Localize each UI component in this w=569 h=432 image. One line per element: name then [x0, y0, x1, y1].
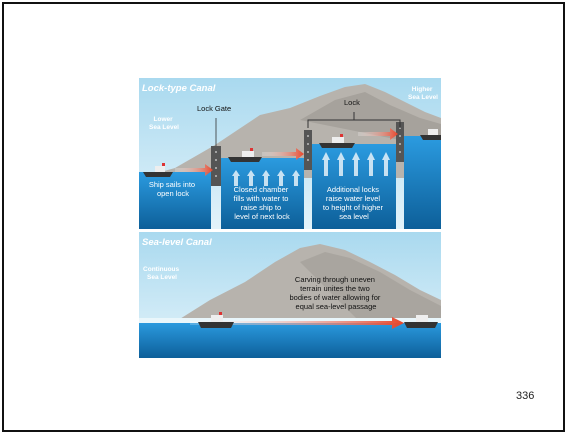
- water-rise-arrows-chamber-1: [232, 170, 300, 186]
- sea-level-canal-panel: Sea-level Canal Continuous Sea Level Car…: [139, 232, 441, 358]
- ship-chamber-2: [319, 134, 355, 148]
- lock-gate-1: [211, 146, 221, 186]
- higher-sea-water: [404, 136, 441, 229]
- panel-divider: [139, 229, 441, 232]
- sea-level-canal-mountain-shade: [300, 252, 441, 322]
- lock-gate-label: Lock Gate: [197, 104, 231, 113]
- lock-gate-2: [304, 130, 312, 170]
- sea-level-water: [139, 322, 441, 358]
- lower-sea-water: [139, 172, 211, 229]
- lock-gate-3: [396, 122, 404, 162]
- water-rise-arrows-chamber-2: [322, 152, 390, 176]
- carving-terrain-text: Carving through uneven terrain unites th…: [290, 275, 383, 311]
- lock-chamber-1: [221, 158, 304, 229]
- ship-lower-sea: [143, 163, 173, 177]
- ship-open-lock-text: Ship sails into open lock: [149, 180, 197, 198]
- sea-level-canal-title: Sea-level Canal: [142, 237, 212, 248]
- higher-sea-level-label: Higher Sea Level: [408, 86, 438, 101]
- lock-label: Lock: [344, 98, 360, 107]
- closed-chamber-text: Closed chamber fills with water to raise…: [233, 185, 290, 221]
- additional-locks-text: Additional locks raise water level to he…: [323, 185, 385, 221]
- continuous-sea-level-label: Continuous Sea Level: [143, 266, 181, 281]
- lock-canal-title: Lock-type Canal: [142, 83, 216, 94]
- ship-chamber-1: [228, 148, 262, 162]
- lock-canal-mountain-shade: [300, 92, 441, 150]
- ship-path-arrow-3: [358, 128, 398, 140]
- ship-sea-level-right: [404, 315, 438, 328]
- page-number: 336: [516, 390, 535, 402]
- lock-canal-panel: Lock-type Canal Lock Gate Lock Lower Sea…: [139, 78, 441, 229]
- ship-sea-level-left: [198, 312, 234, 328]
- sea-level-passage-arrow: [190, 317, 404, 329]
- ship-path-arrow-2: [262, 148, 304, 160]
- lower-sea-level-label: Lower Sea Level: [149, 116, 179, 131]
- ship-path-arrow-1: [175, 164, 213, 176]
- ship-higher-sea: [420, 129, 441, 140]
- sea-level-surface: [139, 318, 441, 323]
